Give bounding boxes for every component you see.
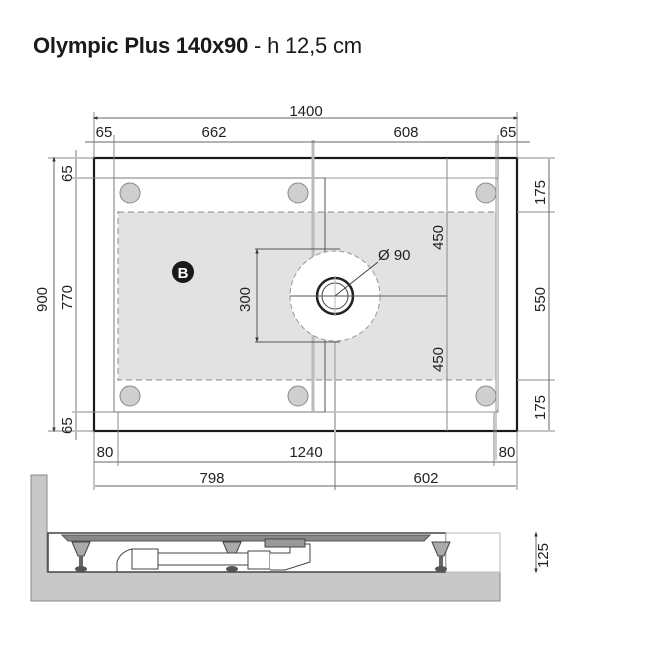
foot-icon <box>119 385 141 407</box>
drain-offset-label: 300 <box>237 287 254 312</box>
svg-text:602: 602 <box>413 470 438 487</box>
svg-text:65: 65 <box>59 165 76 182</box>
side-height-label: 125 <box>535 543 552 568</box>
support-feet <box>119 182 497 407</box>
diagram-title: Olympic Plus 140x90 - h 12,5 cm <box>33 33 362 59</box>
svg-text:65: 65 <box>96 124 113 141</box>
foot-icon <box>287 385 309 407</box>
svg-text:175: 175 <box>532 180 549 205</box>
svg-text:175: 175 <box>532 395 549 420</box>
svg-text:662: 662 <box>201 124 226 141</box>
product-name: Olympic Plus 140x90 <box>33 33 249 58</box>
foot-icon <box>119 182 141 204</box>
svg-text:65: 65 <box>59 417 76 434</box>
foot-icon <box>475 182 497 204</box>
product-height: - h 12,5 cm <box>254 33 362 58</box>
overall-depth-label: 900 <box>34 287 51 312</box>
marker-b-icon <box>172 261 194 283</box>
side-feet <box>71 541 451 572</box>
svg-text:550: 550 <box>532 287 549 312</box>
svg-text:80: 80 <box>499 444 516 461</box>
svg-text:770: 770 <box>59 285 76 310</box>
inner-dim-bottom: 450 <box>430 347 447 372</box>
overall-width-label: 1400 <box>289 103 322 120</box>
svg-text:65: 65 <box>500 124 517 141</box>
svg-text:80: 80 <box>97 444 114 461</box>
inner-dim-top: 450 <box>430 225 447 250</box>
svg-text:608: 608 <box>393 124 418 141</box>
drain-pipe <box>116 538 311 572</box>
bottom-dimensions: 80 1240 80 798 602 <box>93 412 518 490</box>
svg-text:798: 798 <box>199 470 224 487</box>
top-dimensions: 1400 65 662 608 65 <box>85 103 530 178</box>
svg-text:B: B <box>178 265 189 282</box>
marker-b: B <box>172 261 194 283</box>
foot-icon <box>475 385 497 407</box>
svg-text:1240: 1240 <box>289 444 322 461</box>
side-view: 125 <box>30 474 552 602</box>
drain: Ø 90 <box>289 247 447 342</box>
right-dimensions: 175 550 175 <box>517 157 555 432</box>
top-view: Ø 90 300 450 450 B <box>92 140 519 490</box>
foot-icon <box>287 182 309 204</box>
left-dimensions: 900 65 770 65 <box>34 150 114 440</box>
drain-diameter-label: Ø 90 <box>378 247 411 264</box>
